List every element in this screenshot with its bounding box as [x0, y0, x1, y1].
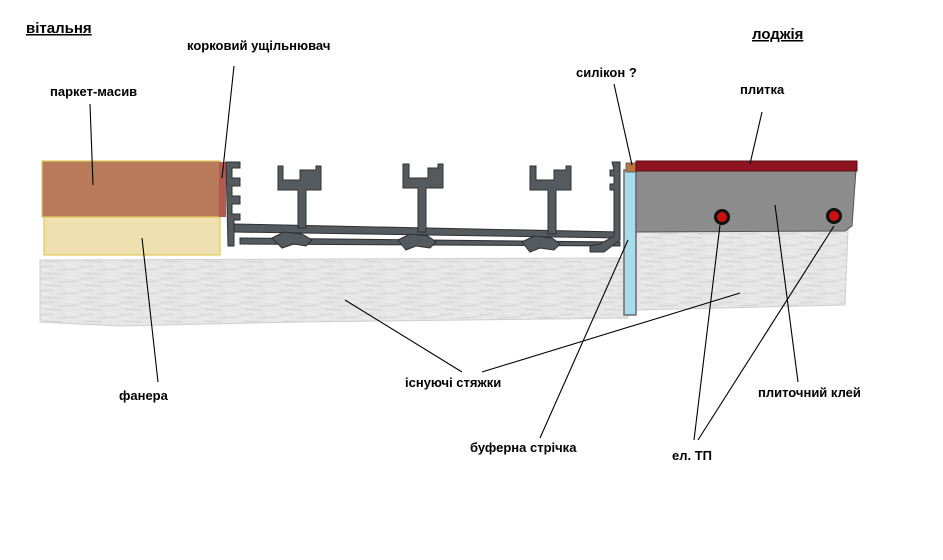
label-plywood: фанера: [119, 388, 169, 403]
cork-seal: [219, 162, 226, 217]
leader-screed-right: [481, 292, 741, 373]
leader-heating-1: [693, 224, 721, 441]
label-heating: ел. ТП: [672, 448, 712, 463]
heating-cable-1: [714, 209, 730, 225]
tile-adhesive: [635, 169, 857, 233]
label-screeds: існуючі стяжки: [405, 375, 501, 390]
leader-plywood: [141, 237, 159, 383]
leader-buffer-tape: [539, 239, 629, 439]
leader-parquet: [89, 103, 94, 186]
silicone-bead: [625, 162, 637, 173]
heating-cable-2: [826, 208, 842, 224]
plywood-layer: [43, 216, 221, 256]
label-silicone: силікон ?: [576, 65, 637, 80]
label-cork-seal: корковий ущільнювач: [187, 38, 330, 53]
existing-screed-left: [39, 257, 629, 327]
leader-screed-left: [344, 299, 463, 373]
tile-layer: [635, 160, 858, 172]
transition-profile: [225, 161, 621, 253]
room-label-left: вітальня: [26, 20, 92, 37]
leader-heating-2: [697, 225, 835, 441]
buffer-tape: [623, 169, 637, 316]
label-parquet: паркет-масив: [50, 84, 137, 99]
existing-screed-right: [635, 229, 849, 311]
label-buffer-tape: буферна стрічка: [470, 440, 577, 455]
label-tile-adhesive: плиточний клей: [758, 385, 861, 400]
parquet-layer: [41, 160, 221, 218]
room-label-right: лоджія: [752, 26, 803, 43]
leader-cork: [221, 65, 235, 179]
leader-adhesive: [774, 204, 799, 383]
label-tile: плитка: [740, 82, 785, 97]
leader-tile: [749, 111, 763, 165]
leader-silicone: [613, 83, 633, 166]
